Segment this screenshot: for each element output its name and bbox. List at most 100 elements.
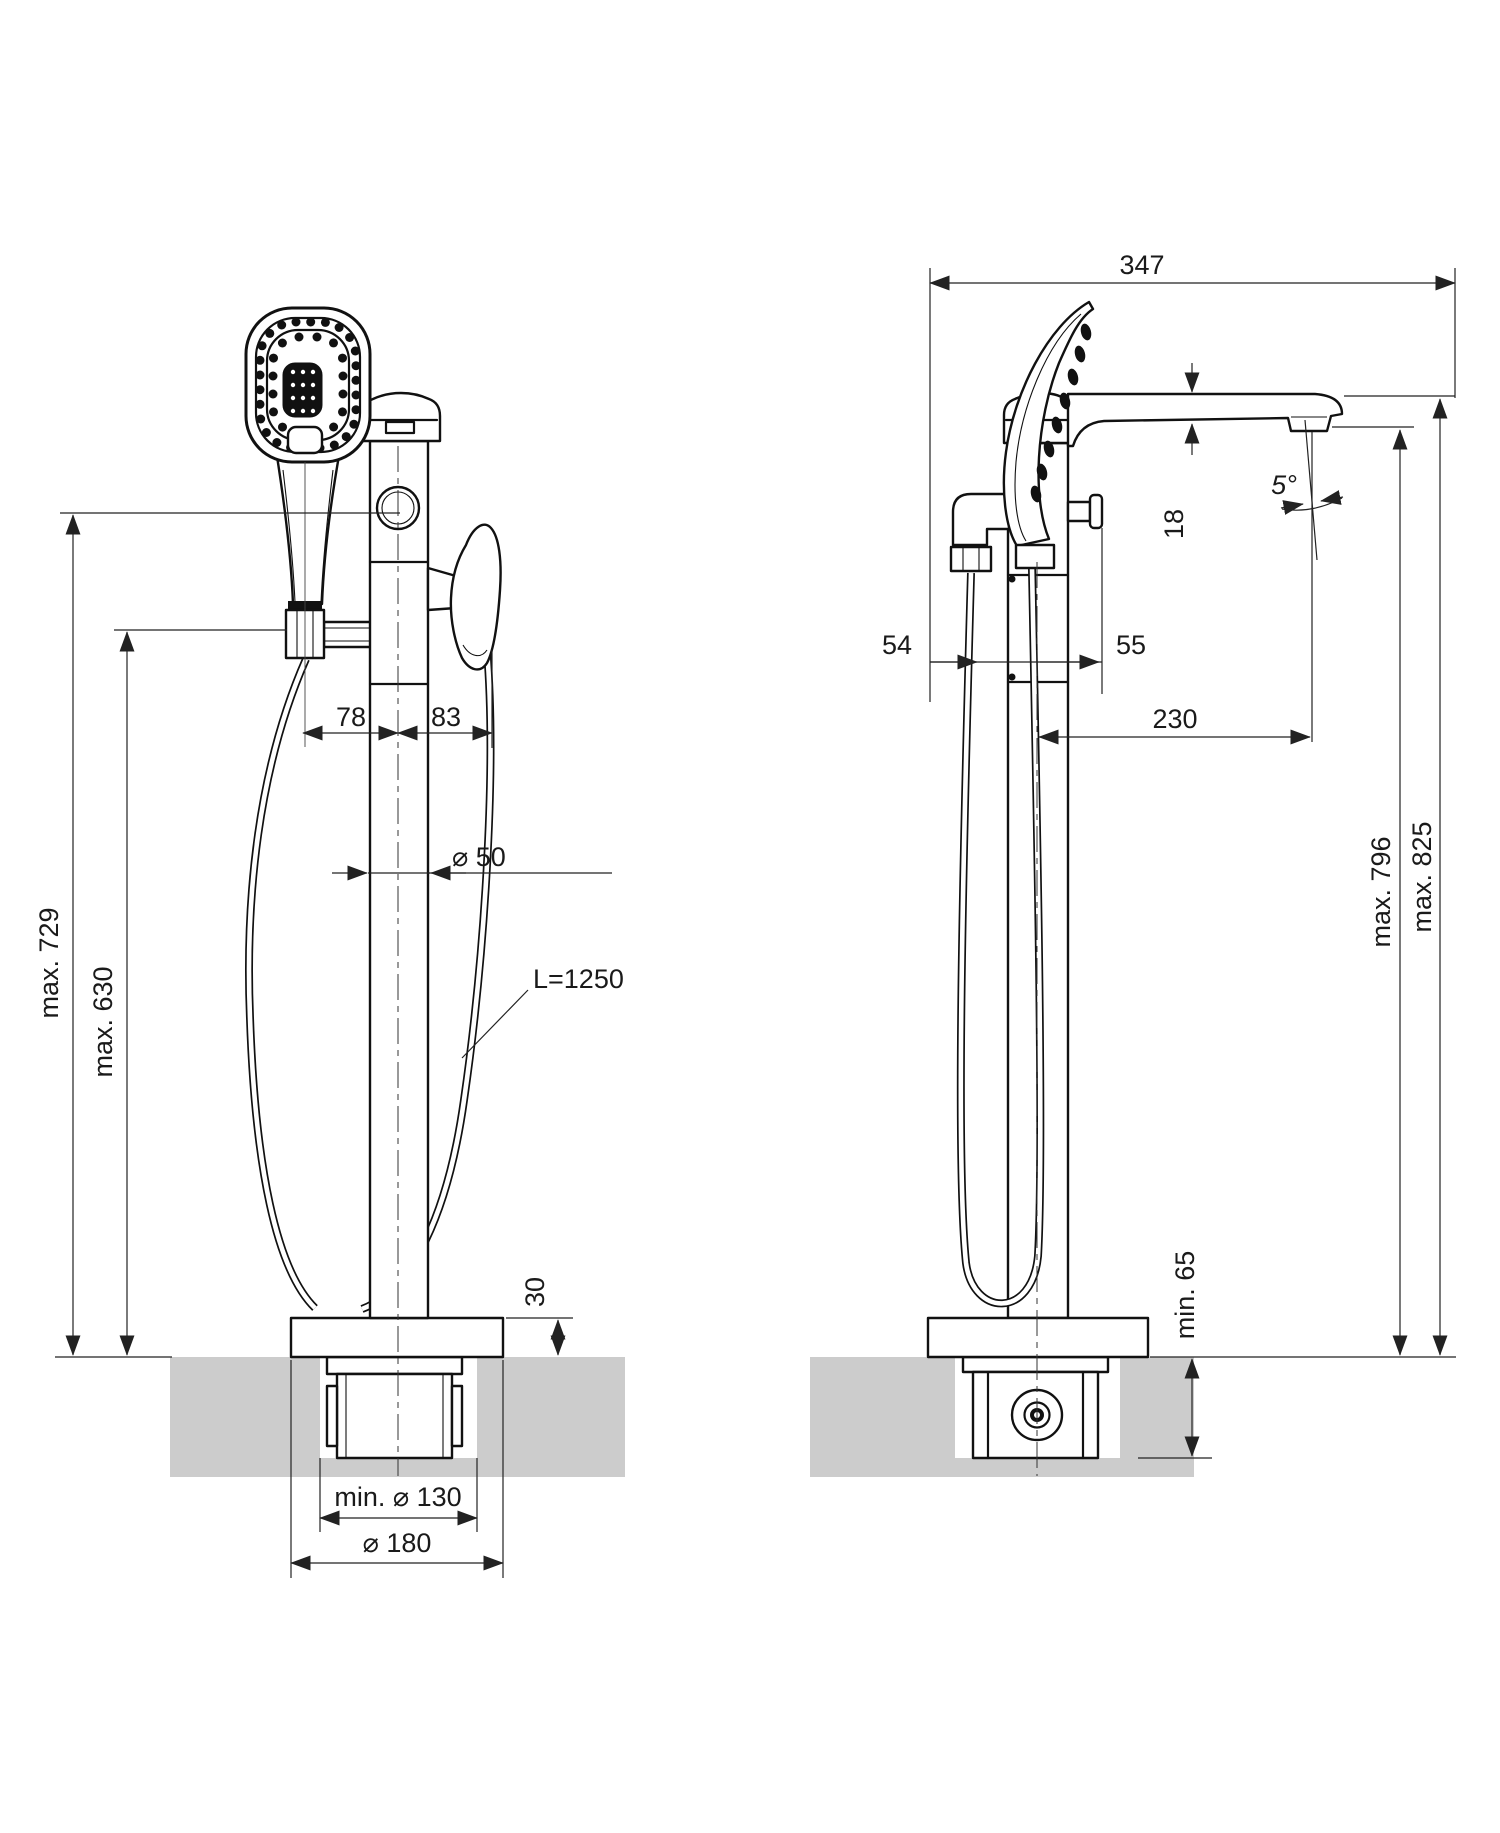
spray-nozzles-side	[1030, 323, 1092, 503]
nozzle-dot	[255, 355, 265, 365]
dim-dia180: ⌀ 180	[363, 1528, 432, 1558]
handshower-front	[244, 306, 372, 660]
nozzle-dot	[310, 408, 316, 414]
dim-hose-length: L=1250	[533, 964, 624, 994]
nozzle-dot	[278, 422, 287, 432]
nozzle-dot	[1036, 463, 1048, 481]
hose-length-leader	[461, 989, 529, 1059]
nozzle-dot	[351, 405, 361, 415]
mode-button-front	[286, 425, 324, 455]
handshower-handle-front	[274, 448, 342, 606]
dim-55: 55	[1116, 630, 1146, 660]
nozzle-dot	[290, 369, 296, 375]
dim-18: 18	[1159, 509, 1189, 539]
nozzle-dot	[255, 370, 265, 380]
nozzle-dot	[291, 317, 301, 327]
handshower-side	[1002, 300, 1095, 570]
nozzle-dot	[350, 346, 360, 356]
nozzle-dot	[338, 371, 348, 381]
nozzle-dot	[338, 407, 347, 417]
dim-max796: max. 796	[1366, 836, 1396, 947]
holder-cap-front	[360, 391, 442, 443]
nozzle-dot	[290, 382, 296, 388]
nozzle-dot	[290, 408, 296, 414]
nozzle-dot	[338, 353, 347, 363]
spray-center	[282, 362, 323, 418]
dim-347: 347	[1119, 250, 1164, 280]
set-screw-dot	[1008, 673, 1016, 681]
lever-handle-front	[426, 523, 502, 671]
nozzle-dot	[265, 328, 275, 338]
spray-nozzles	[255, 317, 361, 453]
dim-line-5deg-right	[1320, 490, 1344, 505]
dim-54: 54	[882, 630, 912, 660]
nozzle-dot	[1080, 323, 1092, 341]
nozzle-dot	[294, 332, 304, 342]
base-plate-front	[289, 1316, 505, 1359]
nozzle-dot	[345, 333, 355, 342]
nozzle-dot	[272, 438, 282, 447]
diverter-knob-side	[1066, 493, 1104, 530]
hose-elbow-front	[322, 620, 374, 649]
dim-dia50: ⌀ 50	[452, 842, 506, 872]
nozzle-dot	[256, 414, 266, 424]
dim-78: 78	[336, 702, 366, 732]
nozzle-dot	[300, 408, 306, 414]
nozzle-dot	[351, 361, 361, 371]
nozzle-dot	[306, 317, 316, 327]
base-plate-side	[926, 1316, 1150, 1359]
nozzle-dot	[351, 375, 361, 385]
nozzle-dot	[261, 428, 271, 437]
nozzle-dot	[1030, 485, 1042, 503]
inlet-body-front	[325, 1355, 464, 1460]
nozzle-dot	[257, 341, 267, 351]
dim-max630: max. 630	[88, 966, 118, 1077]
nozzle-dot	[300, 382, 306, 388]
nozzle-dot	[351, 390, 361, 400]
inlet-body-side	[961, 1355, 1110, 1460]
nozzle-dot	[1067, 368, 1079, 386]
nozzle-dot	[312, 332, 322, 342]
dim-line-5deg-left	[1280, 500, 1304, 515]
spout-side	[1066, 392, 1344, 448]
spray-center-dots	[290, 369, 316, 414]
handle-end-side	[1014, 543, 1056, 570]
side-view	[810, 300, 1344, 1477]
nozzle-dot	[269, 353, 278, 363]
hose-elbow-side	[949, 492, 1011, 573]
shower-hose-side	[956, 567, 1045, 1308]
nozzle-dot	[349, 419, 359, 429]
dim-min130: min. ⌀ 130	[334, 1482, 461, 1512]
nozzle-dot	[1059, 392, 1071, 410]
nozzle-dot	[338, 389, 348, 399]
set-screw-dot	[1008, 575, 1016, 583]
nozzle-dot	[277, 320, 287, 330]
dimensions: 347 18 5° 54 55 230 max. 796 max. 825 mi…	[34, 250, 1456, 1578]
dim-230: 230	[1152, 704, 1197, 734]
dim-max825: max. 825	[1407, 821, 1437, 932]
nozzle-dot	[300, 369, 306, 375]
nozzle-dot	[255, 385, 265, 395]
nozzle-dot	[329, 440, 339, 450]
nozzle-dot	[300, 395, 306, 401]
dim-5deg: 5°	[1271, 470, 1297, 500]
nozzle-dot	[268, 389, 278, 399]
dim-83: 83	[431, 702, 461, 732]
nozzle-dot	[329, 338, 338, 348]
dim-max729: max. 729	[34, 907, 64, 1018]
dim-30: 30	[520, 1277, 550, 1307]
nozzle-dot	[290, 395, 296, 401]
nozzle-dot	[1043, 440, 1055, 458]
nozzle-dot	[1074, 345, 1086, 363]
column-front	[368, 439, 430, 1320]
nozzle-dot	[1051, 416, 1063, 434]
nozzle-dot	[310, 395, 316, 401]
nozzle-dot	[268, 371, 278, 381]
nozzle-dot	[255, 399, 265, 409]
nozzle-dot	[320, 317, 330, 327]
nozzle-dot	[334, 323, 344, 332]
front-view	[170, 306, 625, 1477]
nozzle-dot	[310, 369, 316, 375]
